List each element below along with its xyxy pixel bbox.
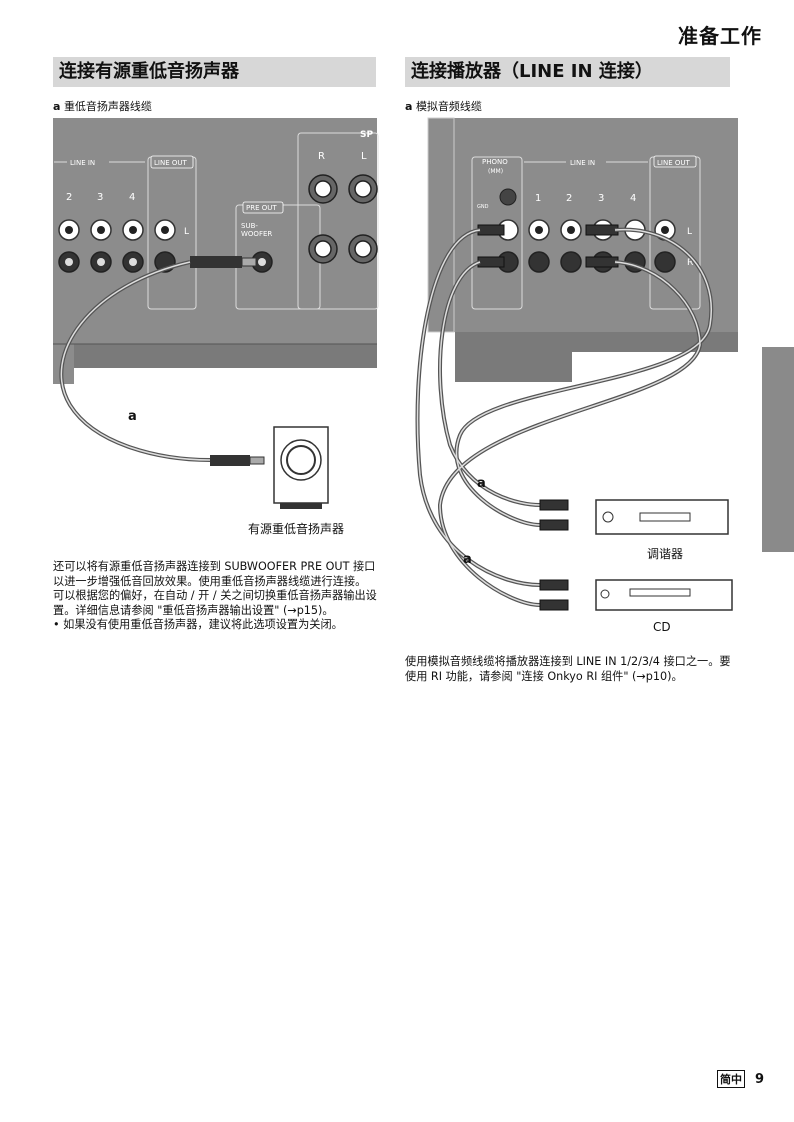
cd-device-icon <box>595 579 733 611</box>
label-in-2: 2 <box>66 192 72 203</box>
label-gnd: GND <box>477 204 489 210</box>
section-heading-line-in: 连接播放器（LINE IN 连接） <box>405 57 730 87</box>
label-in-4: 4 <box>630 193 636 204</box>
subwoofer-device-label: 有源重低音扬声器 <box>248 522 345 536</box>
label-in-4: 4 <box>129 192 135 203</box>
label-speaker: SP <box>360 130 373 140</box>
bullet-note: • 如果没有使用重低音扬声器，建议将此选项设置为关闭。 <box>53 618 343 631</box>
label-ch-l: L <box>361 151 367 162</box>
label-in-3: 3 <box>598 193 604 204</box>
cable-label-a-cd: a <box>463 552 472 567</box>
line-in-connection-diagram: PHONO (MM) GND LINE IN LINE OUT 1 2 3 4 … <box>415 117 738 611</box>
label-phono: PHONO <box>482 158 508 166</box>
cable-label-a: a <box>128 409 137 424</box>
caption-text: 模拟音频线缆 <box>415 100 482 113</box>
caption-audio-cable: a 模拟音频线缆 <box>405 98 482 114</box>
label-out-r: R <box>687 258 693 268</box>
right-body-text: 使用模拟音频线缆将播放器连接到 LINE IN 1/2/3/4 接口之一。要使用… <box>405 655 731 683</box>
label-ch-r: R <box>318 151 325 162</box>
caption-letter: a <box>405 100 413 113</box>
label-pre-out: PRE OUT <box>246 204 277 212</box>
paragraph: 还可以将有源重低音扬声器连接到 SUBWOOFER PRE OUT 接口以进一步… <box>53 560 376 588</box>
page-number: 9 <box>754 1072 764 1087</box>
label-in-1: 1 <box>535 193 541 204</box>
paragraph: 可以根据您的偏好，在自动 / 开 / 关之间切换重低音扬声器输出设置。详细信息请… <box>53 589 377 617</box>
label-line-in: LINE IN <box>570 159 595 167</box>
label-woofer: WOOFER <box>241 230 272 238</box>
tuner-device-icon <box>595 499 729 535</box>
label-mm: (MM) <box>488 168 503 175</box>
left-body-text: 还可以将有源重低音扬声器连接到 SUBWOOFER PRE OUT 接口以进一步… <box>53 560 379 633</box>
label-line-in: LINE IN <box>70 159 95 167</box>
caption-subwoofer-cable: a 重低音扬声器线缆 <box>53 98 152 114</box>
label-sub: SUB- <box>241 222 258 230</box>
label-out-l: L <box>184 227 189 237</box>
caption-text: 重低音扬声器线缆 <box>63 100 152 113</box>
caption-letter: a <box>53 100 61 113</box>
page-title: 准备工作 <box>678 24 762 48</box>
language-tag: 简中 <box>716 1070 745 1088</box>
page-footer: 简中 9 <box>716 1070 764 1088</box>
gnd-screw-icon <box>499 188 517 206</box>
label-in-3: 3 <box>97 192 103 203</box>
label-line-out: LINE OUT <box>657 159 690 167</box>
tuner-label: 调谐器 <box>647 547 684 561</box>
subwoofer-connection-diagram: LINE IN LINE OUT PRE OUT SUB- WOOFER SP … <box>53 118 379 509</box>
cd-label: CD <box>653 620 671 634</box>
label-out-l: L <box>687 227 692 237</box>
cable-label-a-tuner: a <box>477 476 486 491</box>
section-heading-subwoofer: 连接有源重低音扬声器 <box>53 57 376 87</box>
section-side-tab <box>762 347 794 552</box>
label-line-out: LINE OUT <box>154 159 187 167</box>
label-in-2: 2 <box>566 193 572 204</box>
